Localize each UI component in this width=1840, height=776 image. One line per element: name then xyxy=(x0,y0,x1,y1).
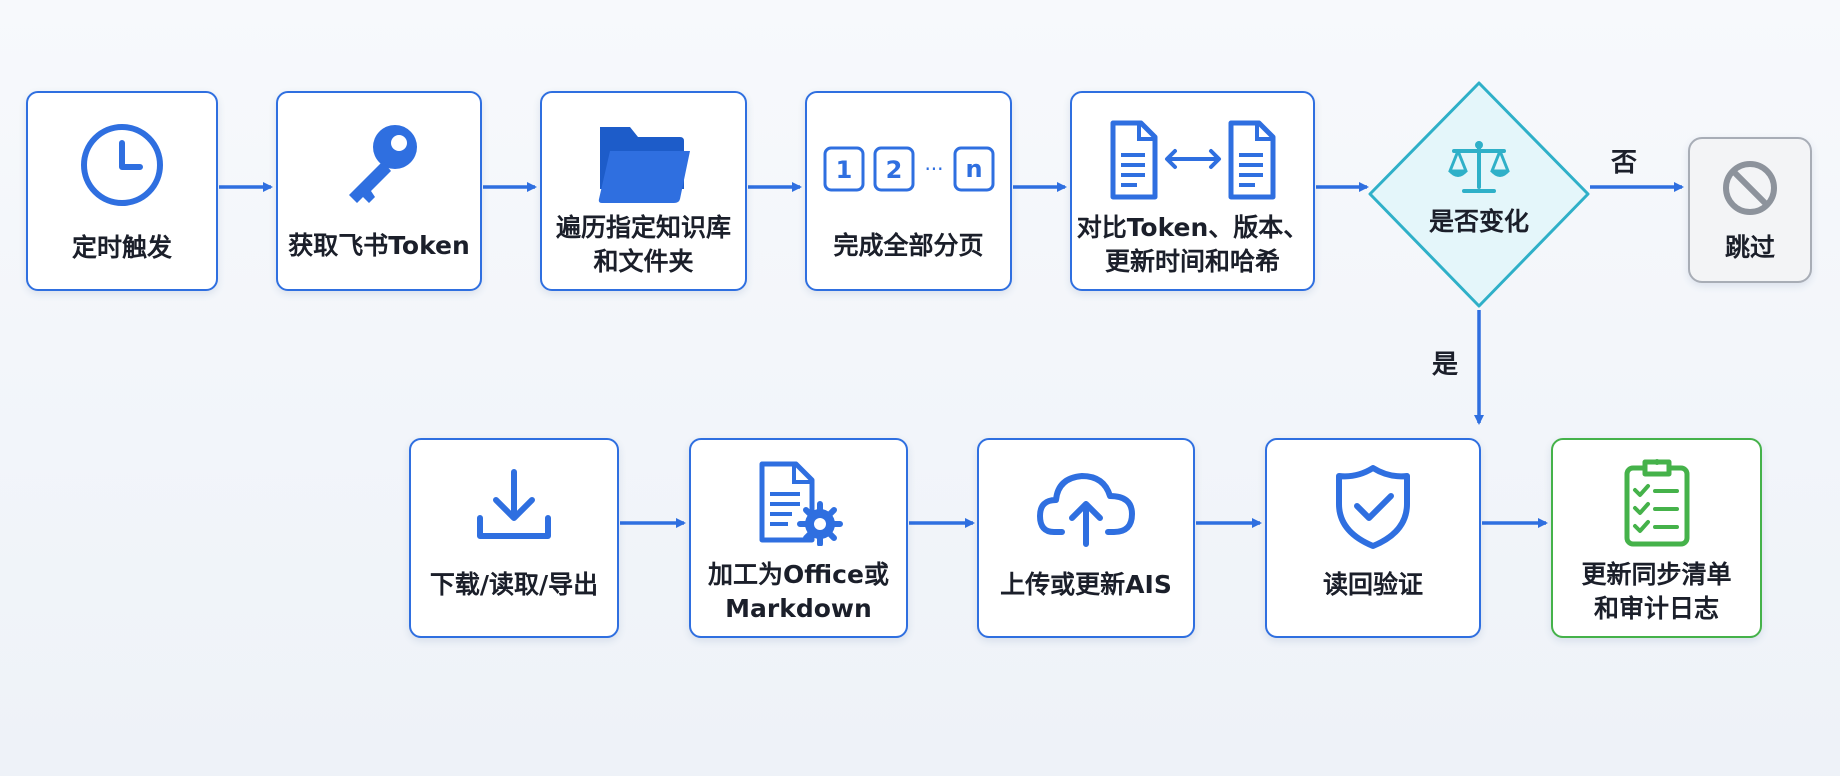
clipboard-checklist-icon xyxy=(1553,456,1760,548)
folder-icon xyxy=(542,119,745,205)
node-download: 下载/读取/导出 xyxy=(409,438,619,638)
node-verify-label: 读回验证 xyxy=(1322,570,1423,599)
node-timer-label: 定时触发 xyxy=(71,233,172,262)
node-process: 加工为Office或 Markdown xyxy=(689,438,908,638)
scale-icon xyxy=(1366,139,1592,195)
page-n-number: n xyxy=(965,155,982,183)
node-token-label: 获取飞书Token xyxy=(288,231,470,260)
node-process-label: 加工为Office或 Markdown xyxy=(708,560,889,623)
node-paging-label: 完成全部分页 xyxy=(833,231,984,260)
pagination-icon: 1 2 ··· n xyxy=(807,145,1010,193)
prohibited-icon xyxy=(1690,159,1810,217)
node-update-log: 更新同步清单 和审计日志 xyxy=(1551,438,1762,638)
node-download-label: 下载/读取/导出 xyxy=(429,570,599,599)
node-verify: 读回验证 xyxy=(1265,438,1481,638)
node-paging: 1 2 ··· n 完成全部分页 xyxy=(805,91,1012,291)
node-compare-label: 对比Token、版本、 更新时间和哈希 xyxy=(1076,213,1309,276)
page-ellipsis: ··· xyxy=(924,157,943,181)
node-timer: 定时触发 xyxy=(26,91,218,291)
page-1-number: 1 xyxy=(835,156,852,184)
cloud-upload-icon xyxy=(979,464,1193,548)
node-update-log-label: 更新同步清单 和审计日志 xyxy=(1581,560,1732,623)
page-2-number: 2 xyxy=(885,156,902,184)
node-decision: 是否变化 xyxy=(1366,79,1592,310)
key-icon xyxy=(278,119,480,215)
download-icon xyxy=(411,464,617,548)
node-upload: 上传或更新AIS xyxy=(977,438,1195,638)
node-compare: 对比Token、版本、 更新时间和哈希 xyxy=(1070,91,1315,291)
branch-no-label: 否 xyxy=(1611,148,1638,178)
node-token: 获取飞书Token xyxy=(276,91,482,291)
shield-check-icon xyxy=(1267,462,1479,550)
node-skip-label: 跳过 xyxy=(1724,233,1775,262)
document-gear-icon xyxy=(691,460,906,546)
node-traverse: 遍历指定知识库 和文件夹 xyxy=(540,91,747,291)
node-decision-label: 是否变化 xyxy=(1428,207,1529,236)
compare-documents-icon xyxy=(1072,119,1313,201)
node-upload-label: 上传或更新AIS xyxy=(1000,570,1172,599)
node-traverse-label: 遍历指定知识库 和文件夹 xyxy=(555,213,731,276)
branch-yes-label: 是 xyxy=(1432,350,1459,380)
node-skip: 跳过 xyxy=(1688,137,1812,283)
clock-icon xyxy=(28,121,216,209)
